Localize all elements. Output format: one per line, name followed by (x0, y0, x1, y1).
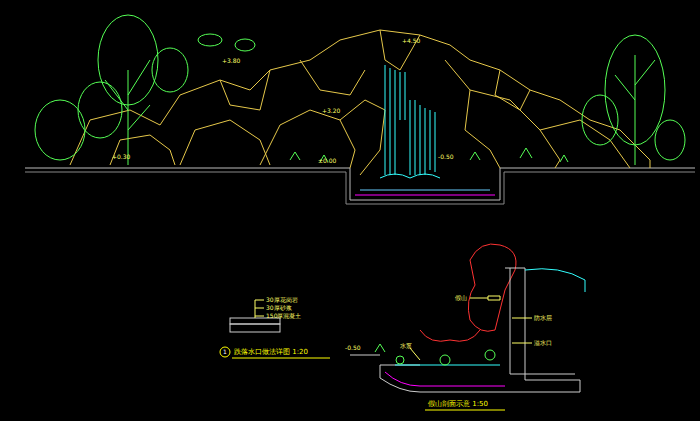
drawing-label: 30厚砂浆 (266, 305, 292, 311)
drawing-label: 溢水口 (534, 340, 552, 346)
drawing-label: +0.30 (112, 154, 130, 160)
drawing-label: 假山剖面示意 1:50 (428, 401, 488, 408)
drawing-label: -0.50 (345, 345, 361, 351)
drawing-label: 水泵 (400, 343, 412, 349)
drawing-label: 跌落水口做法详图 1:20 (234, 349, 308, 356)
drawing-label: ±0.00 (318, 158, 336, 164)
drawing-label: +4.50 (402, 38, 420, 44)
drawing-label: 假山 (455, 295, 467, 301)
drawing-label: -0.50 (438, 154, 454, 160)
drawing-label: 防水层 (534, 315, 552, 321)
drawing-label: 150厚混凝土 (266, 313, 301, 319)
drawing-label: 30厚花岗岩 (266, 297, 298, 303)
drawing-label: +3.20 (322, 108, 340, 114)
drawing-label: 1 (223, 349, 227, 355)
drawing-label: +3.80 (222, 58, 240, 64)
